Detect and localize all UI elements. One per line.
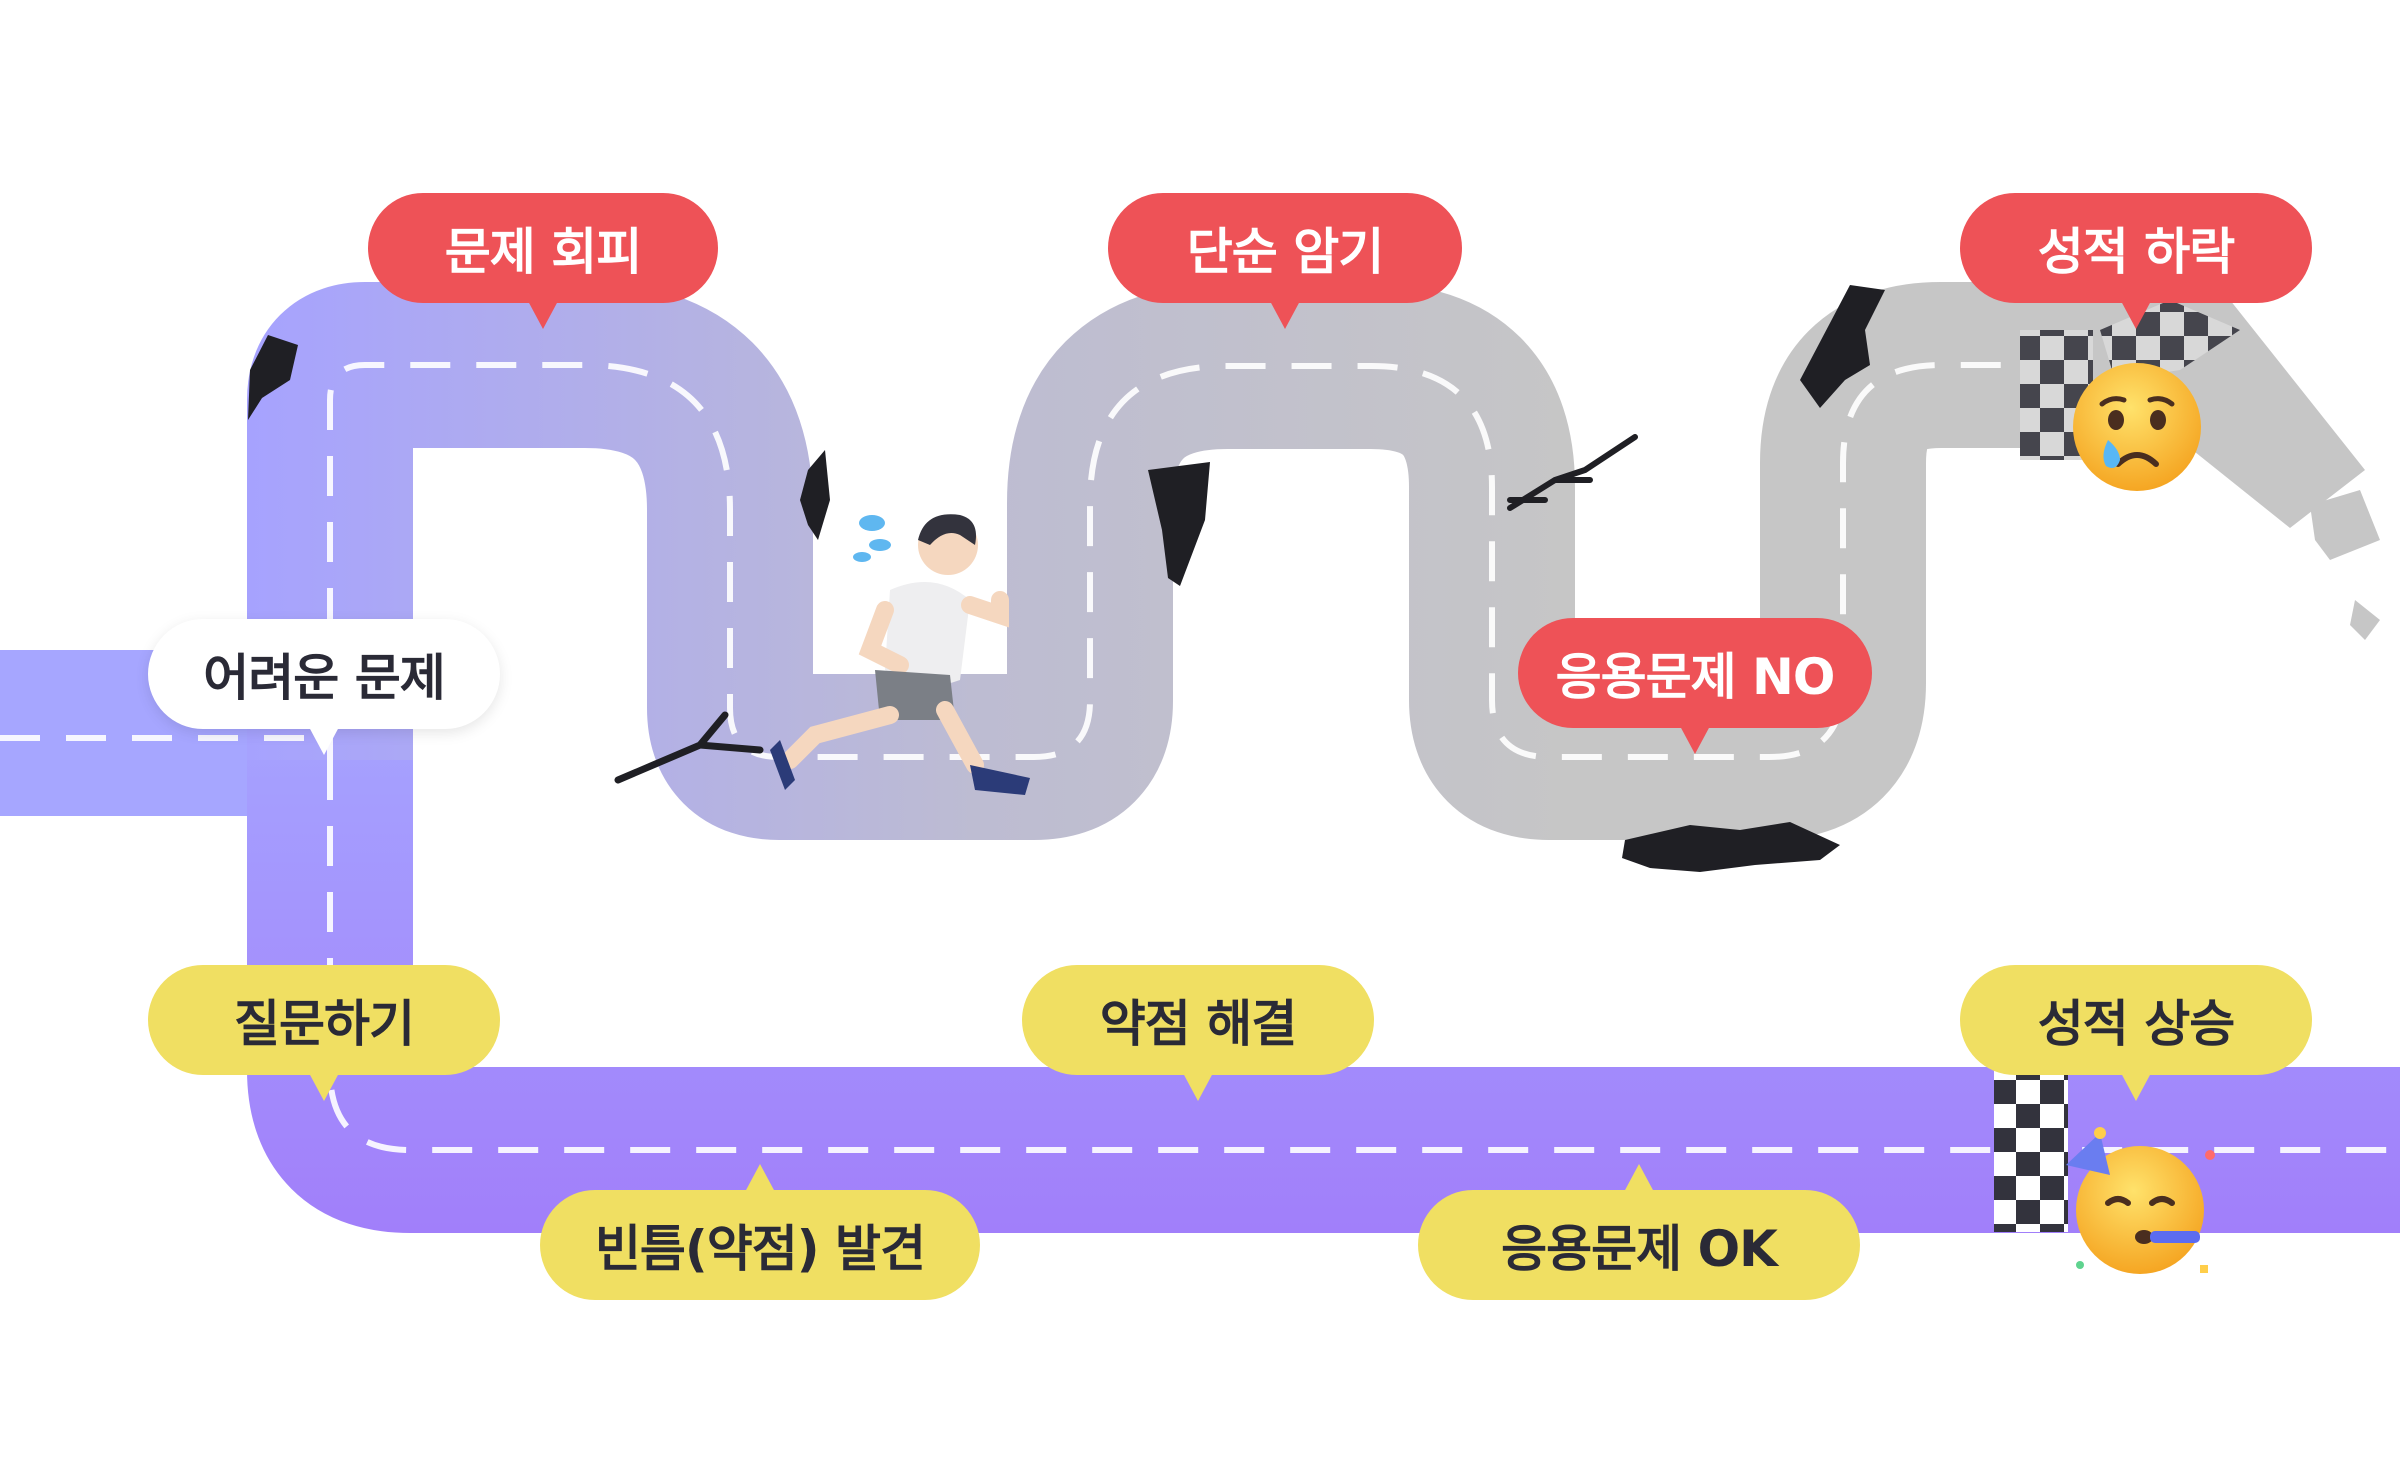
bubble-label: 약점 해결: [1099, 995, 1297, 1053]
bubble-grade-rise: 성적 상승: [1960, 965, 2312, 1101]
bubble-solve-weakness: 약점 해결: [1022, 965, 1374, 1101]
crack-pothole: [1622, 822, 1840, 872]
bubble-applied-ok: 응용문제 OK: [1418, 1164, 1860, 1300]
bubble-tail: [1624, 1164, 1654, 1192]
bubble-hard-problem: 어려운 문제: [148, 619, 500, 755]
bubble-tail: [1183, 1073, 1213, 1101]
crack-pothole: [1800, 285, 1885, 408]
bubble-label: 빈틈(약점) 발견: [594, 1220, 926, 1278]
road-dashes: [327, 362, 2050, 760]
bubble-avoid-problem: 문제 회피: [368, 193, 718, 329]
bubble-label: 어려운 문제: [203, 649, 445, 707]
bubble-applied-no: 응용문제 NO: [1518, 618, 1872, 754]
crack-pothole: [800, 450, 830, 540]
road-dashes: [327, 760, 2400, 1153]
bubble-ask-question: 질문하기: [148, 965, 500, 1101]
bubble-find-gap: 빈틈(약점) 발견: [540, 1164, 980, 1300]
bubble-label: 응용문제 OK: [1501, 1220, 1778, 1278]
bubble-label: 질문하기: [234, 995, 415, 1053]
bubble-tail: [1270, 301, 1300, 329]
bubble-grade-drop: 성적 하락: [1960, 193, 2312, 329]
bubble-tail: [2121, 1073, 2151, 1101]
bubble-label: 응용문제 NO: [1555, 648, 1836, 706]
crying-face-icon: [2073, 363, 2201, 491]
bubble-tail: [1680, 726, 1710, 754]
party-face-icon: [2066, 1127, 2215, 1274]
bubble-rote-memorization: 단순 암기: [1108, 193, 1462, 329]
crack-line: [614, 711, 764, 784]
runner-icon: [770, 514, 1030, 795]
road-debris: [2350, 600, 2380, 640]
bubble-tail: [309, 1073, 339, 1101]
crack-line: [1507, 434, 1638, 511]
bubble-tail: [309, 727, 339, 755]
good-finish-line: [1994, 1068, 2068, 1232]
bubble-label: 문제 회피: [444, 223, 642, 281]
bubble-tail: [745, 1164, 775, 1192]
bubble-label: 단순 암기: [1186, 223, 1384, 281]
crack-pothole: [248, 335, 298, 420]
road-debris: [2310, 490, 2380, 560]
bubble-label: 성적 상승: [2037, 995, 2235, 1053]
bubble-tail: [528, 301, 558, 329]
crack-pothole: [1148, 462, 1210, 586]
bubble-label: 성적 하락: [2037, 223, 2235, 281]
bubble-tail: [2121, 301, 2151, 329]
